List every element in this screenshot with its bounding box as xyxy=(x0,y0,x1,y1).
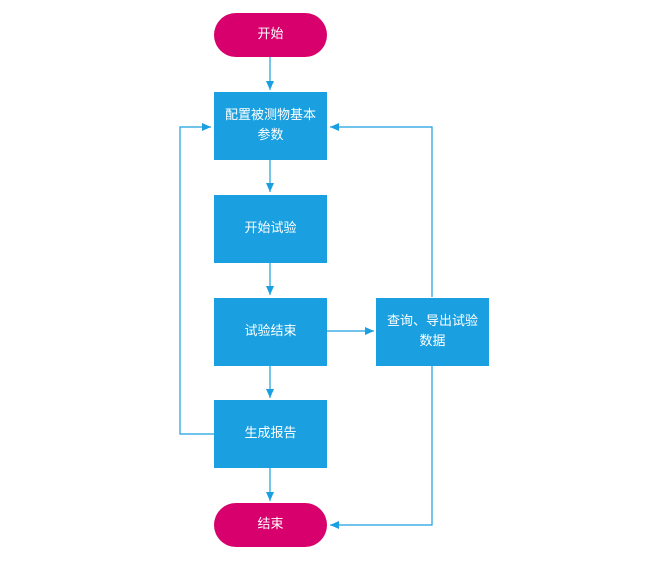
query-export-label: 查询、导出试验数据 xyxy=(386,314,478,349)
configure-params-node: 配置被测物基本参数 xyxy=(214,92,327,160)
end-label: 结束 xyxy=(257,517,284,532)
arrow-report-loop-to-configure xyxy=(179,123,214,435)
start-label: 开始 xyxy=(257,27,284,42)
generate-report-label: 生成报告 xyxy=(244,426,297,441)
arrow-query-to-configure xyxy=(330,123,433,297)
start-test-label: 开始试验 xyxy=(244,221,297,236)
end-test-node: 试验结束 xyxy=(214,298,327,366)
start-node: 开始 xyxy=(214,13,327,57)
configure-params-label: 配置被测物基本参数 xyxy=(224,108,316,143)
generate-report-node: 生成报告 xyxy=(214,400,327,468)
end-node: 结束 xyxy=(214,503,327,547)
query-export-node: 查询、导出试验数据 xyxy=(376,298,489,366)
arrow-query-to-end xyxy=(330,366,433,529)
start-test-node: 开始试验 xyxy=(214,195,327,263)
end-test-label: 试验结束 xyxy=(244,324,297,339)
